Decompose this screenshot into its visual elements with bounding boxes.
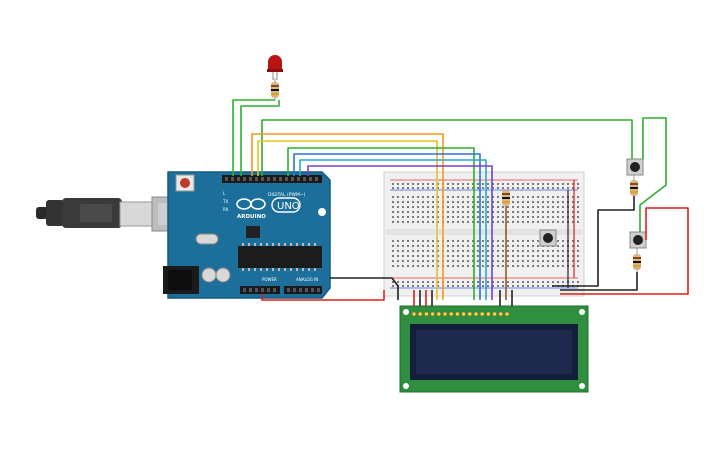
lcd-screen [416, 330, 572, 374]
wire-blue [293, 153, 481, 300]
breadboard-holes [392, 183, 579, 287]
wire-black-bottom-button [560, 272, 638, 291]
arduino-board[interactable]: DIGITAL (PWM~) POWER ANALOG IN ARDUINO U… [163, 171, 331, 299]
analog-header-label: ANALOG IN [296, 277, 318, 282]
wire-black-top-button [552, 196, 635, 287]
rx-label: RX [223, 207, 229, 212]
arduino-logo: ARDUINO UNO [236, 197, 301, 220]
wire-button-top [261, 119, 633, 176]
resistor-led [271, 78, 279, 100]
pushbutton-breadboard[interactable] [539, 229, 557, 247]
wire-led [232, 99, 275, 176]
digital-header[interactable] [222, 175, 322, 183]
wire-orange [251, 133, 444, 300]
wire-led-gnd [240, 100, 280, 176]
wire-red-buttons [560, 207, 689, 295]
resistor-breadboard [502, 190, 510, 206]
power-header[interactable] [240, 286, 280, 294]
digital-header-label: DIGITAL (PWM~) [268, 192, 306, 198]
lcd-pins [411, 311, 510, 317]
model-label: UNO [277, 201, 300, 212]
wire-5v [261, 290, 385, 301]
lcd-display[interactable] [399, 305, 589, 393]
wire-green-lcd [287, 147, 475, 300]
microcontroller-chip [238, 246, 322, 268]
wires [232, 99, 689, 306]
resistor-bottom-button [633, 248, 641, 272]
wire-purple [307, 165, 493, 300]
analog-header[interactable] [284, 286, 322, 294]
wire-cyan [299, 159, 487, 300]
power-header-label: POWER [262, 277, 277, 282]
red-led[interactable] [267, 55, 283, 80]
wire-gnd [330, 277, 399, 300]
wire-button-green-right [639, 117, 667, 232]
resistor-top-button [630, 175, 638, 196]
l-label: L [223, 191, 226, 196]
pushbutton-bottom[interactable] [629, 231, 647, 249]
brand-label: ARDUINO [237, 214, 266, 220]
tx-label: TX [222, 199, 228, 204]
wire-yellow [257, 140, 438, 300]
pushbutton-top[interactable] [626, 158, 644, 176]
